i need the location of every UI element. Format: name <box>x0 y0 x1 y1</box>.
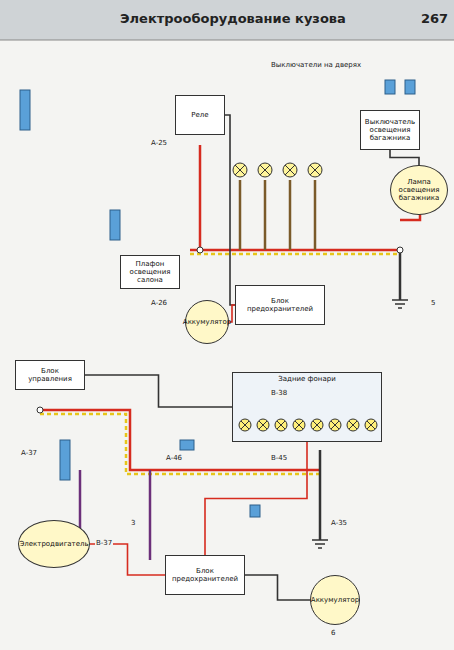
wire-label: 6 <box>330 630 336 638</box>
wire-label: 3 <box>130 520 136 528</box>
wire-label: Выключатели на дверях <box>270 62 362 70</box>
wire-label: A-26 <box>150 300 168 308</box>
wire-label: A-35 <box>330 520 348 528</box>
component-circle: Лампа освещения багажника <box>390 165 448 215</box>
component-label: Аккумулятор <box>308 594 362 606</box>
component-label: Блок предохранителей <box>166 565 244 585</box>
lamp-symbol <box>233 163 322 177</box>
component-label: Лампа освещения багажника <box>391 176 447 204</box>
connector-block <box>20 80 415 517</box>
component-box: Задние фонари <box>232 372 382 442</box>
wire <box>90 544 165 575</box>
wire <box>205 442 307 555</box>
component-circle: Аккумулятор <box>185 300 229 344</box>
component-circle: Электродвигатель <box>18 520 90 568</box>
component-label: Блок управления <box>16 365 84 385</box>
component-label: Выключатель освещения багажника <box>361 116 419 144</box>
component-label: Задние фонари <box>275 373 338 385</box>
wire-label: 5 <box>430 300 436 308</box>
wire <box>390 150 419 165</box>
component-label: Блок предохранителей <box>236 295 324 315</box>
component-box: Блок предохранителей <box>165 555 245 595</box>
page-title: Электрооборудование кузова <box>120 11 346 26</box>
component-box: Реле <box>175 95 225 135</box>
wire-label: B-45 <box>270 455 288 463</box>
wire <box>245 575 310 600</box>
wire-label: A-46 <box>165 455 183 463</box>
page-number: 267 <box>420 12 449 26</box>
header-band <box>0 0 454 40</box>
component-label: Электродвигатель <box>16 538 91 550</box>
component-label: Плафон освещения салона <box>121 258 179 286</box>
wire-label: A-37 <box>20 450 38 458</box>
component-box: Выключатель освещения багажника <box>360 110 420 150</box>
lamp-cross <box>235 165 320 175</box>
component-box: Блок управления <box>15 360 85 390</box>
wire-label: A-25 <box>150 140 168 148</box>
wire-label: B-38 <box>270 390 288 398</box>
component-box: Плафон освещения салона <box>120 255 180 289</box>
lamp-row <box>233 407 381 441</box>
wire <box>225 115 235 305</box>
wire-label: B-37 <box>95 540 113 548</box>
component-label: Аккумулятор <box>180 316 234 328</box>
component-box: Блок предохранителей <box>235 285 325 325</box>
component-label: Реле <box>188 109 211 121</box>
component-circle: Аккумулятор <box>310 575 360 625</box>
wire <box>85 375 232 407</box>
